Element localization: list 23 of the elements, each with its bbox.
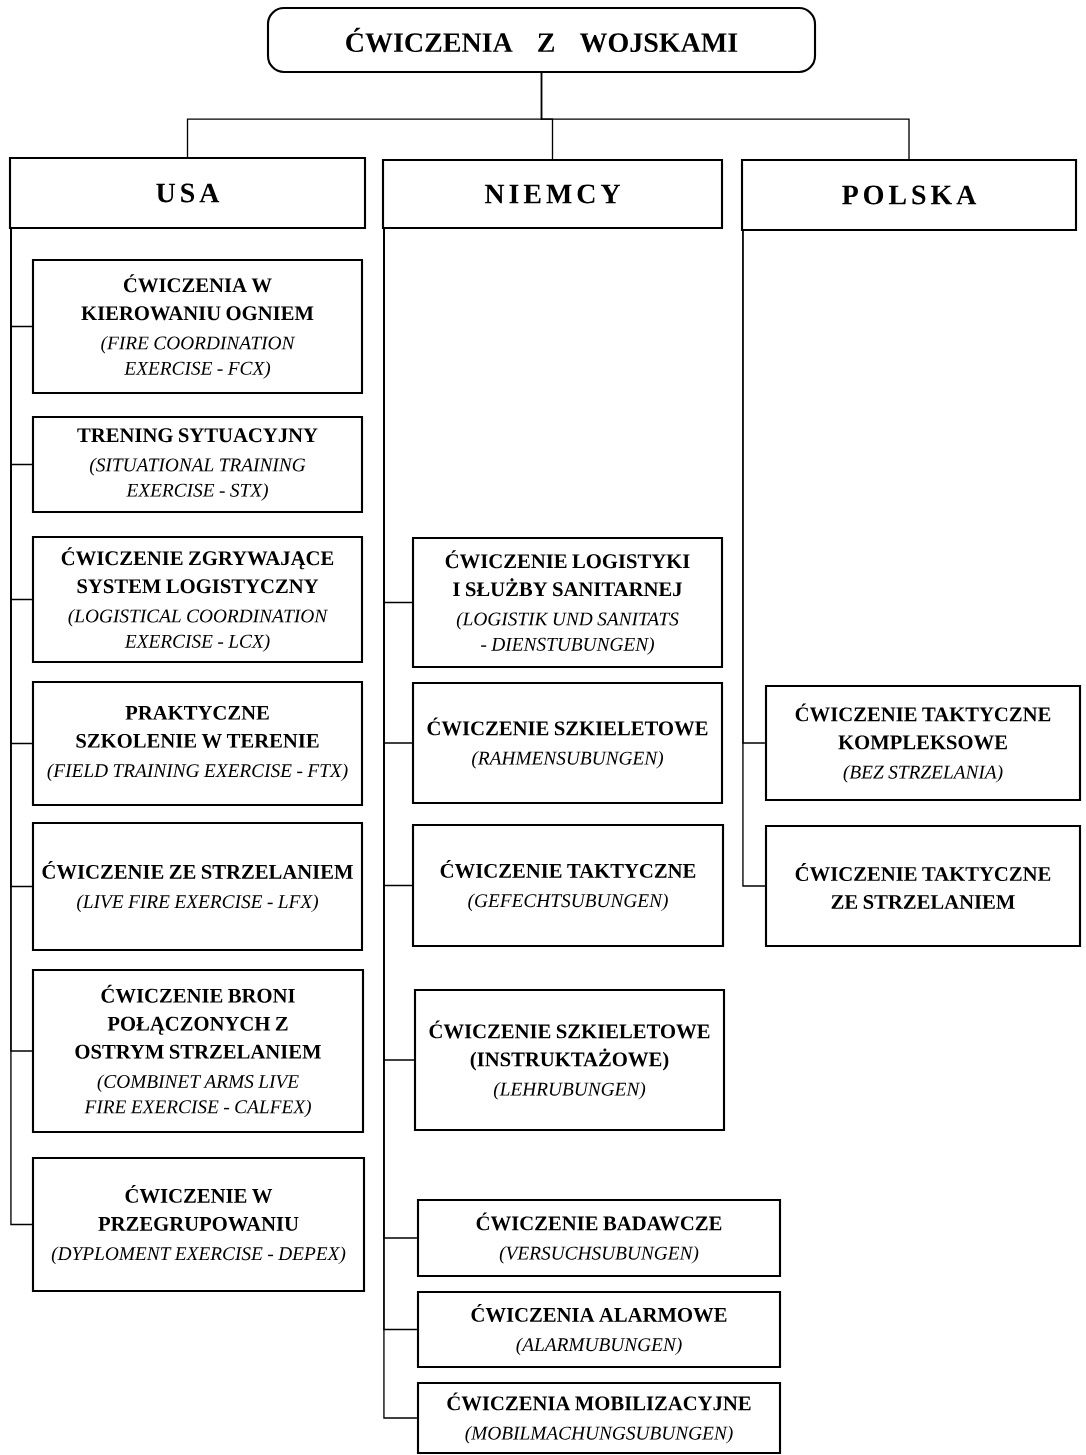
connector-line (742, 230, 766, 887)
country-box: POLSKA (740, 158, 1078, 232)
exercise-box: ĆWICZENIE BRONI POŁĄCZONYCH Z OSTRYM STRZELANIEM (COMBINET ARMS LIVE FIRE EXERCISE - CALFEX) (31, 968, 365, 1134)
exercise-box: ĆWICZENIA W KIEROWANIU OGNIEM (FIRE COORDINATION EXERCISE - FCX) (31, 258, 364, 395)
exercise-box: ĆWICZENIE W PRZEGRUPOWANIU (DYPLOMENT EXERCISE - DEPEX) (31, 1156, 366, 1293)
exercise-box: ĆWICZENIA ALARMOWE (ALARMUBUNGEN) (416, 1290, 782, 1369)
exercise-box: ĆWICZENIE LOGISTYKI I SŁUŻBY SANITARNEJ (LOGISTIK UND SANITATS - DIENSTUBUNGEN) (411, 536, 724, 669)
exercise-box: ĆWICZENIE SZKIELETOWE (RAHMENSUBUNGEN) (411, 681, 724, 805)
connector-line (540, 72, 910, 160)
exercise-box: ĆWICZENIE SZKIELETOWE (INSTRUKTAŻOWE) (LEHRUBUNGEN) (413, 988, 726, 1132)
country-box: NIEMCY (381, 158, 724, 230)
title-box: ĆWICZENIA Z WOJSKAMI (266, 6, 817, 74)
exercise-box: ĆWICZENIE BADAWCZE (VERSUCHSUBUNGEN) (416, 1198, 782, 1278)
exercise-box: TRENING SYTUACYJNY (SITUATIONAL TRAINING EXERCISE - STX) (31, 415, 364, 514)
exercise-box: ĆWICZENIE ZE STRZELANIEM (LIVE FIRE EXERCISE - LFX) (31, 821, 364, 952)
exercise-box: ĆWICZENIA MOBILIZACYJNE (MOBILMACHUNGSUBUNGEN) (416, 1381, 782, 1455)
exercise-box: ĆWICZENIE ZGRYWAJĄCE SYSTEM LOGISTYCZNY (LOGISTICAL COORDINATION EXERCISE - LCX) (31, 535, 364, 664)
exercise-box: ĆWICZENIE TAKTYCZNE ZE STRZELANIEM (764, 824, 1082, 948)
exercise-box: PRAKTYCZNE SZKOLENIE W TERENIE (FIELD TRAINING EXERCISE - FTX) (31, 680, 364, 807)
exercise-box: ĆWICZENIE TAKTYCZNE KOMPLEKSOWE (BEZ STRZELANIA) (764, 684, 1082, 802)
country-box: USA (8, 156, 367, 230)
exercise-box: ĆWICZENIE TAKTYCZNE (GEFECHTSUBUNGEN) (411, 823, 725, 948)
connector-line (10, 228, 33, 1226)
